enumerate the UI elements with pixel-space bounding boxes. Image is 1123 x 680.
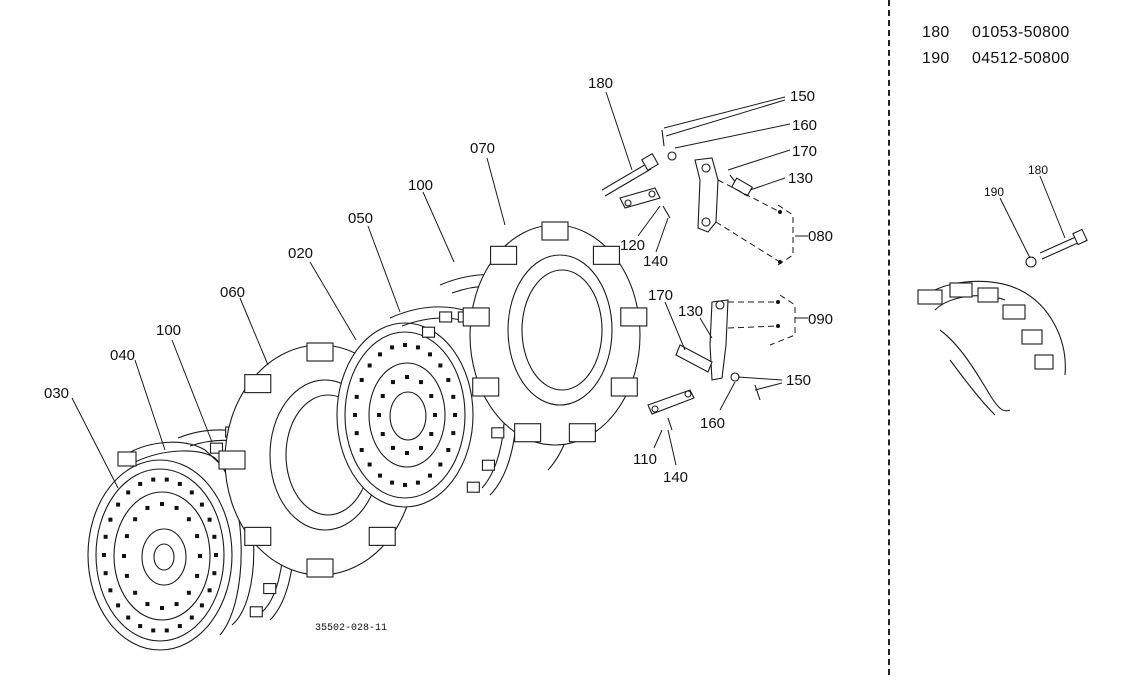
part-080-release-lever-upper [619, 129, 754, 233]
callout-160-lower: 160 [700, 415, 725, 432]
callout-110: 110 [633, 451, 657, 468]
callout-020: 020 [288, 245, 313, 262]
callout-120: 120 [620, 237, 645, 254]
detail-view: 190 180 [917, 163, 1088, 416]
callout-170-upper: 170 [792, 143, 817, 160]
part-030-clutch-disc [87, 459, 233, 651]
callout-090: 090 [808, 311, 833, 328]
callout-070: 070 [470, 140, 495, 157]
callout-130-upper: 130 [788, 170, 813, 187]
panel-divider [888, 0, 890, 675]
callout-150-lower: 150 [786, 372, 811, 389]
callout-060: 060 [220, 284, 245, 301]
callout-030: 030 [44, 385, 69, 402]
legend-row-190: 190 04512-50800 [922, 50, 1070, 68]
callout-040: 040 [110, 347, 135, 364]
legend-code: 04512-50800 [972, 50, 1070, 67]
legend-part-no: 190 [922, 50, 950, 67]
detail-callout-190: 190 [984, 185, 1004, 199]
callout-050: 050 [348, 210, 373, 227]
part-090-release-lever-lower [647, 299, 761, 431]
callout-150-upper: 150 [790, 88, 815, 105]
detail-callout-180: 180 [1028, 163, 1048, 177]
callout-140-lower: 140 [663, 469, 688, 486]
part-180-bolt [601, 153, 659, 197]
part-020-clutch-disc [336, 322, 474, 508]
legend-row-180: 180 01053-50800 [922, 24, 1070, 42]
leader-lines [71, 91, 808, 489]
legend-part-no: 180 [922, 24, 950, 41]
callout-100-rear: 100 [408, 177, 433, 194]
callout-180: 180 [588, 75, 613, 92]
callout-100-front: 100 [156, 322, 181, 339]
callout-170-lower: 170 [648, 287, 673, 304]
legend-code: 01053-50800 [972, 24, 1070, 41]
callout-140-upper: 140 [643, 253, 668, 270]
callout-080: 080 [808, 228, 833, 245]
assembly-brackets [715, 179, 796, 346]
callout-labels: 030 040 100 060 020 050 100 070 180 150 … [44, 75, 833, 634]
callout-160-upper: 160 [792, 117, 817, 134]
part-070-rear-clutch-cover [462, 221, 648, 446]
callout-130-lower: 130 [678, 303, 703, 320]
drawing-number: 35502-028-11 [315, 623, 387, 634]
